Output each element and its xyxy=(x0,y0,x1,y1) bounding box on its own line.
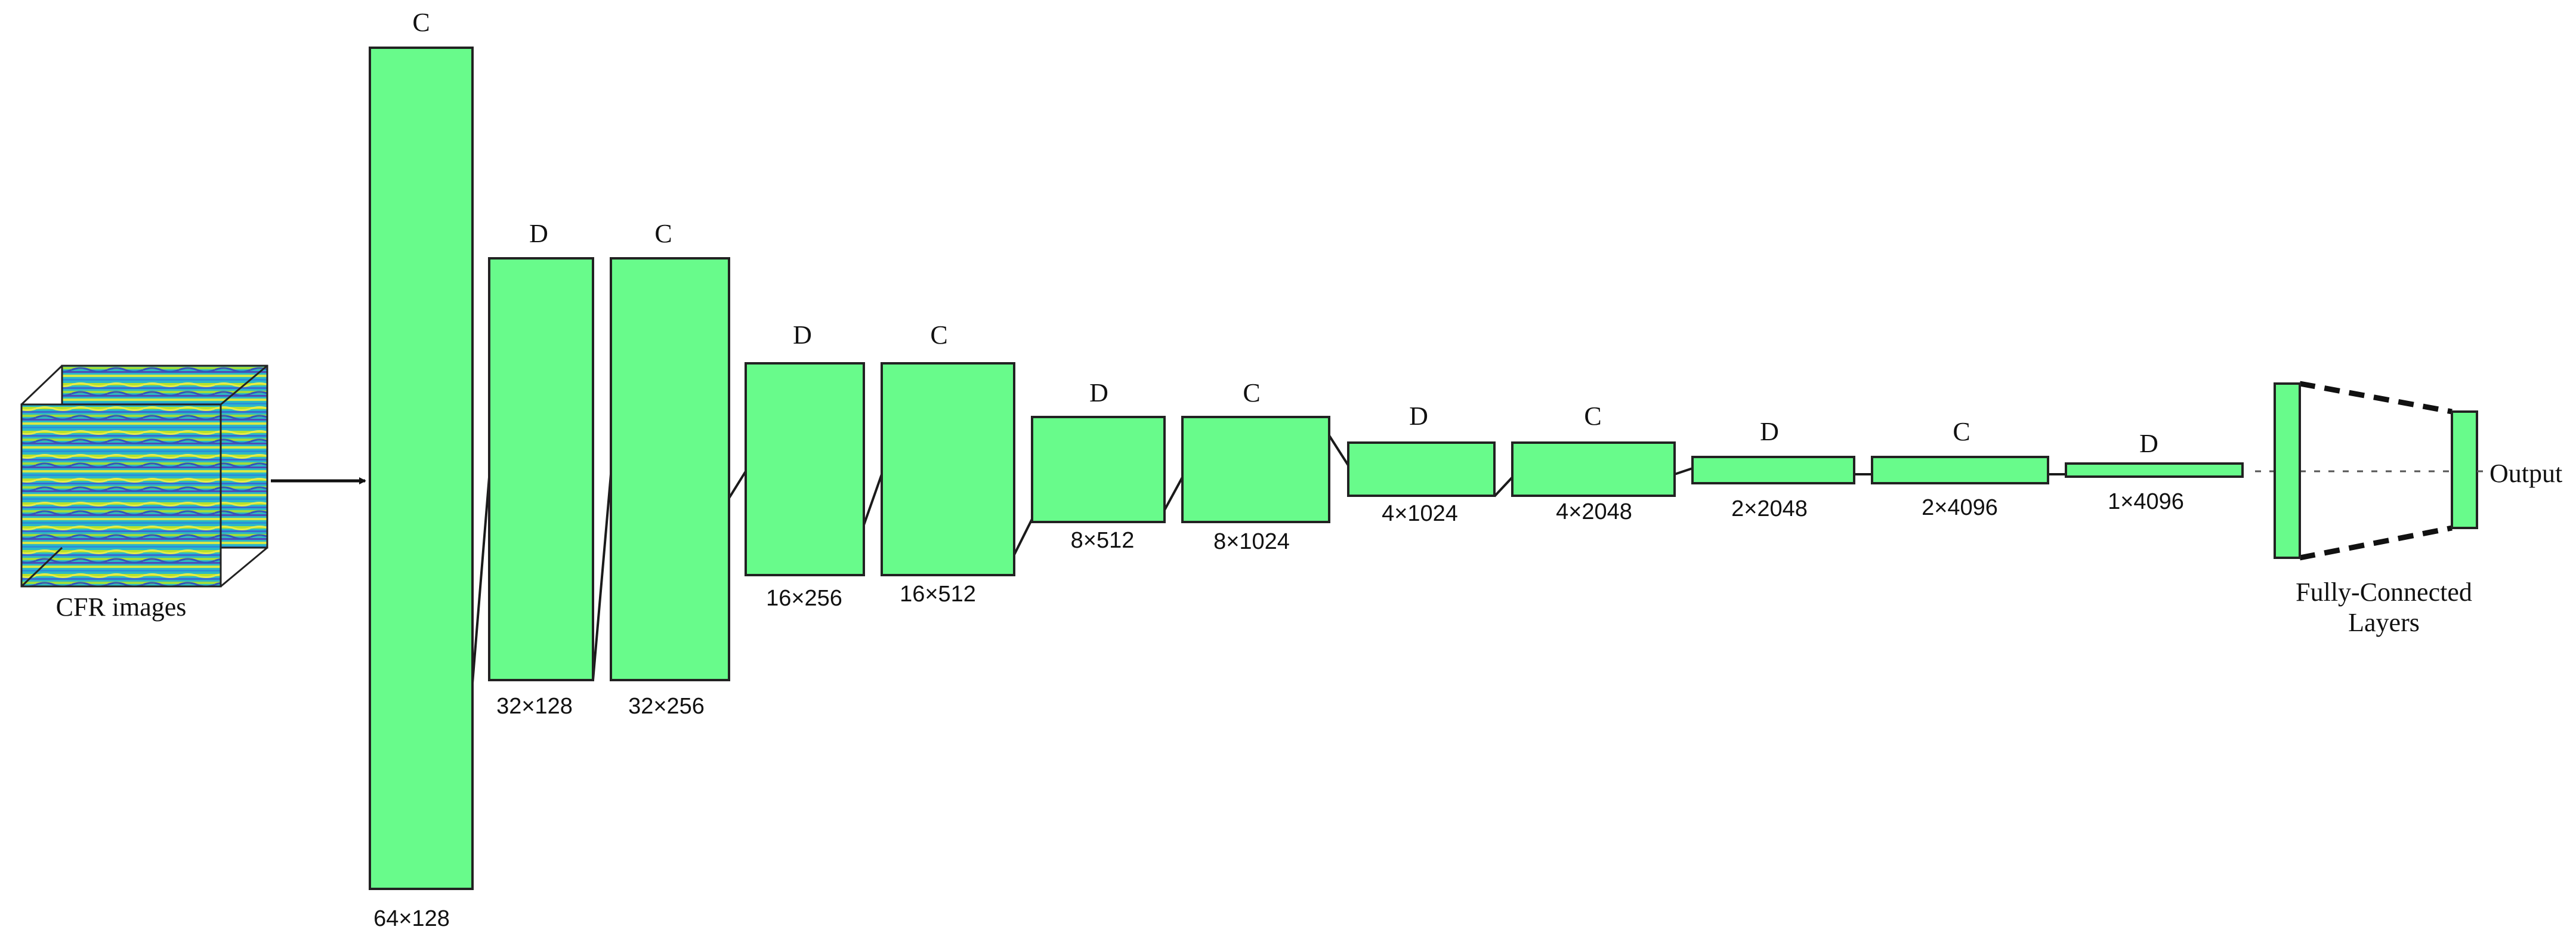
layer-type-label: D xyxy=(529,219,548,248)
fully-connected-section xyxy=(2255,381,2487,561)
layer-4: C 16×512 xyxy=(881,320,1015,607)
layer-block xyxy=(1181,416,1330,523)
cube-edge-bottom-left xyxy=(20,546,63,588)
connector-0-1 xyxy=(471,477,490,684)
input-label: CFR images xyxy=(56,592,187,622)
cfr-image-stack xyxy=(20,365,268,588)
layer-block xyxy=(488,257,594,681)
layer-dims-label: 1×4096 xyxy=(2108,489,2184,514)
layer-1: D 32×128 xyxy=(488,219,594,719)
connector-5-6 xyxy=(1163,477,1184,511)
layer-block xyxy=(1691,456,1855,484)
layer-dims-label: 2×2048 xyxy=(1731,496,1808,521)
connector-7-8 xyxy=(1493,476,1514,498)
layer-type-label: C xyxy=(412,8,430,37)
layer-dims-label: 2×4096 xyxy=(1922,495,1998,520)
layer-dims-label: 16×256 xyxy=(766,586,842,611)
layer-type-label: D xyxy=(2139,429,2158,458)
layer-10: C 2×4096 xyxy=(1871,417,2049,520)
layer-connectors xyxy=(369,434,2066,889)
layer-dims-label: 4×1024 xyxy=(1382,501,1458,526)
layer-block xyxy=(1511,441,1676,497)
fc-bottom-dashed-line xyxy=(2299,525,2453,561)
layer-3: D 16×256 xyxy=(745,320,865,611)
output-label: Output xyxy=(2489,459,2562,488)
layer-dims-label: 8×512 xyxy=(1071,528,1135,553)
connector-2-3 xyxy=(728,470,747,499)
fc-layer-block-1 xyxy=(2274,382,2301,559)
layer-type-label: C xyxy=(654,219,672,248)
layer-dims-label: 4×2048 xyxy=(1556,499,1632,524)
layer-6: C 8×1024 xyxy=(1181,378,1330,554)
layer-8: C 4×2048 xyxy=(1511,401,1676,524)
layer-type-label: D xyxy=(1760,417,1779,446)
layer-11: D 1×4096 xyxy=(2065,429,2244,514)
fc-layer-block-2 xyxy=(2451,410,2478,529)
cube-edge-bottom-right xyxy=(220,546,268,588)
layer-5: D 8×512 xyxy=(1031,378,1166,553)
layer-block xyxy=(369,47,474,890)
layer-dims-label: 16×512 xyxy=(900,582,976,607)
layer-9: D 2×2048 xyxy=(1691,417,1855,521)
connector-6-7 xyxy=(1328,434,1349,467)
layer-dims-label: 32×128 xyxy=(496,694,573,719)
layer-block xyxy=(881,362,1015,576)
layer-7: D 4×1024 xyxy=(1347,401,1496,526)
connector-8-9 xyxy=(1674,467,1693,475)
connector-1-2 xyxy=(592,474,612,681)
cube-edge-top-right xyxy=(220,365,268,406)
layer-type-label: D xyxy=(1409,401,1428,431)
layer-block xyxy=(610,257,730,681)
layer-type-label: D xyxy=(793,320,812,350)
connector-4-5 xyxy=(1013,518,1033,555)
fc-label-line2: Layers xyxy=(2348,608,2420,637)
layer-type-label: C xyxy=(1243,378,1260,407)
layer-2: C 32×256 xyxy=(610,219,730,719)
layer-dims-label: 64×128 xyxy=(373,906,450,931)
layer-block xyxy=(1031,416,1166,523)
layer-block xyxy=(1347,441,1496,497)
layer-dims-label: 32×256 xyxy=(628,694,705,719)
layer-type-label: D xyxy=(1089,378,1108,407)
fc-label-line1: Fully-Connected xyxy=(2296,577,2472,607)
layer-0: C 64×128 xyxy=(369,8,474,931)
cfr-image-front xyxy=(20,403,222,588)
fc-top-dashed-line xyxy=(2299,381,2453,415)
layer-block xyxy=(2065,462,2244,478)
layer-block xyxy=(1871,456,2049,484)
layer-type-label: C xyxy=(1584,401,1601,431)
connector-3-4 xyxy=(863,474,883,526)
layer-dims-label: 8×1024 xyxy=(1213,529,1290,554)
layer-type-label: C xyxy=(930,320,947,350)
layer-block xyxy=(745,362,865,576)
cube-edge-top-left xyxy=(20,365,63,406)
layer-type-label: C xyxy=(1953,417,1970,446)
